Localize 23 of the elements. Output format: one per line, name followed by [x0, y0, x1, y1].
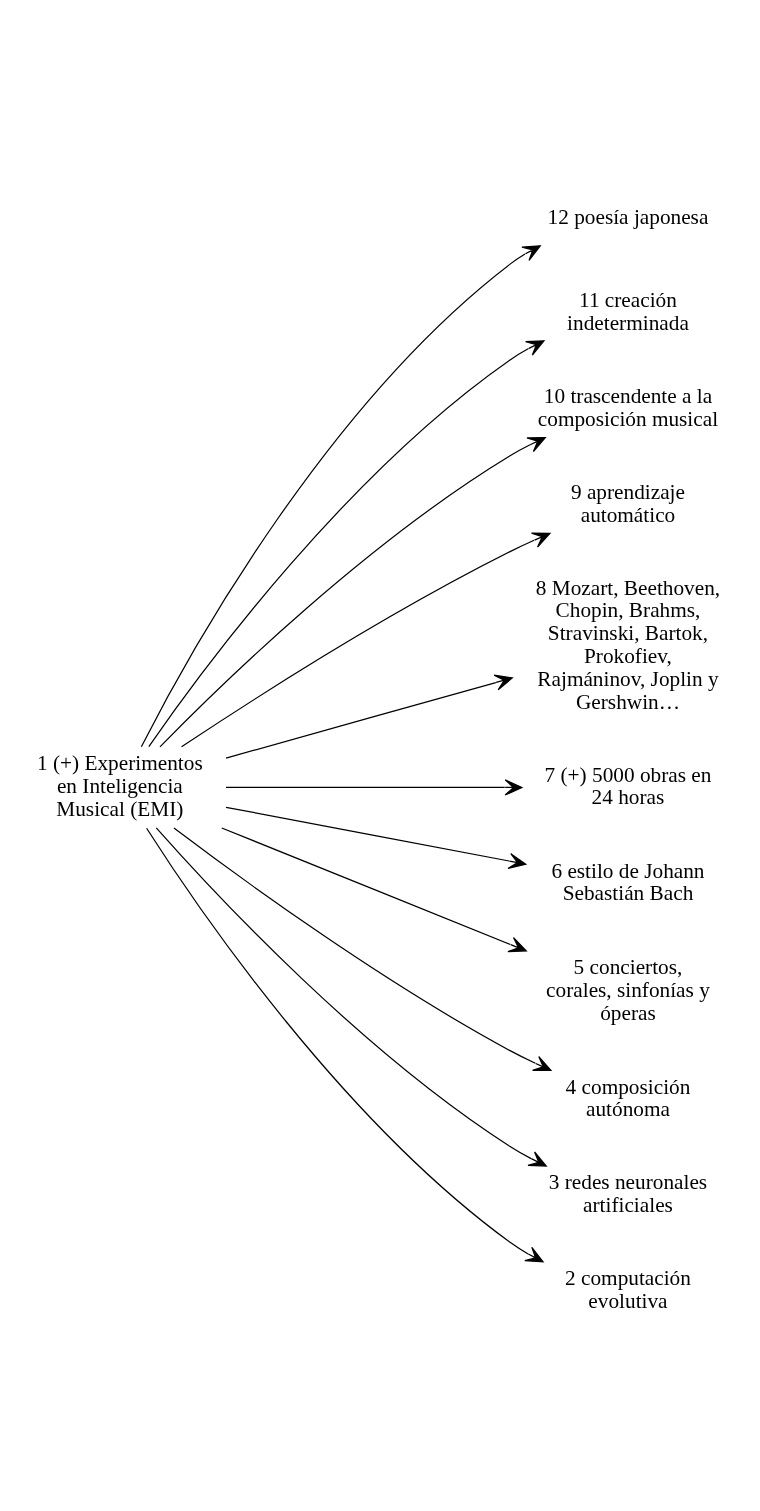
node-text: 4 composición autónoma	[565, 1074, 691, 1122]
node-text: 1 (+) Experimentos en Inteligencia Musical (EMI)	[37, 751, 203, 821]
arrow	[148, 340, 545, 748]
node-text: 6 estilo de Johann Sebastián Bach	[551, 858, 705, 906]
arrow	[159, 436, 546, 748]
arrow	[155, 827, 547, 1167]
node-text: 8 Mozart, Beethoven, Chopin, Brahms, Stravinski, Bartok, Prokofiev, Rajmáninov, Joplin y Gershwin…	[535, 575, 721, 714]
node-text: 7 (+) 5000 obras en 24 horas	[544, 762, 712, 810]
arrow	[221, 827, 527, 953]
node-text: 10 trascendente a la composición musical	[537, 383, 719, 431]
node-text: 3 redes neuronales artificiales	[548, 1170, 708, 1218]
arrow	[225, 779, 523, 796]
node-text: 5 conciertos, corales, sinfonías y óperas	[546, 955, 710, 1025]
node-text: 11 creación indeterminada	[567, 288, 689, 335]
arrow	[173, 827, 552, 1071]
arrow	[225, 806, 527, 870]
node-text: 12 poesía japonesa	[547, 205, 709, 230]
arrow	[180, 532, 551, 748]
node-text: 9 aprendizaje automático	[570, 479, 685, 527]
arrow	[225, 674, 513, 759]
arrow	[146, 827, 544, 1263]
arrow	[140, 245, 541, 748]
node-text: 2 computación evolutiva	[565, 1266, 691, 1314]
